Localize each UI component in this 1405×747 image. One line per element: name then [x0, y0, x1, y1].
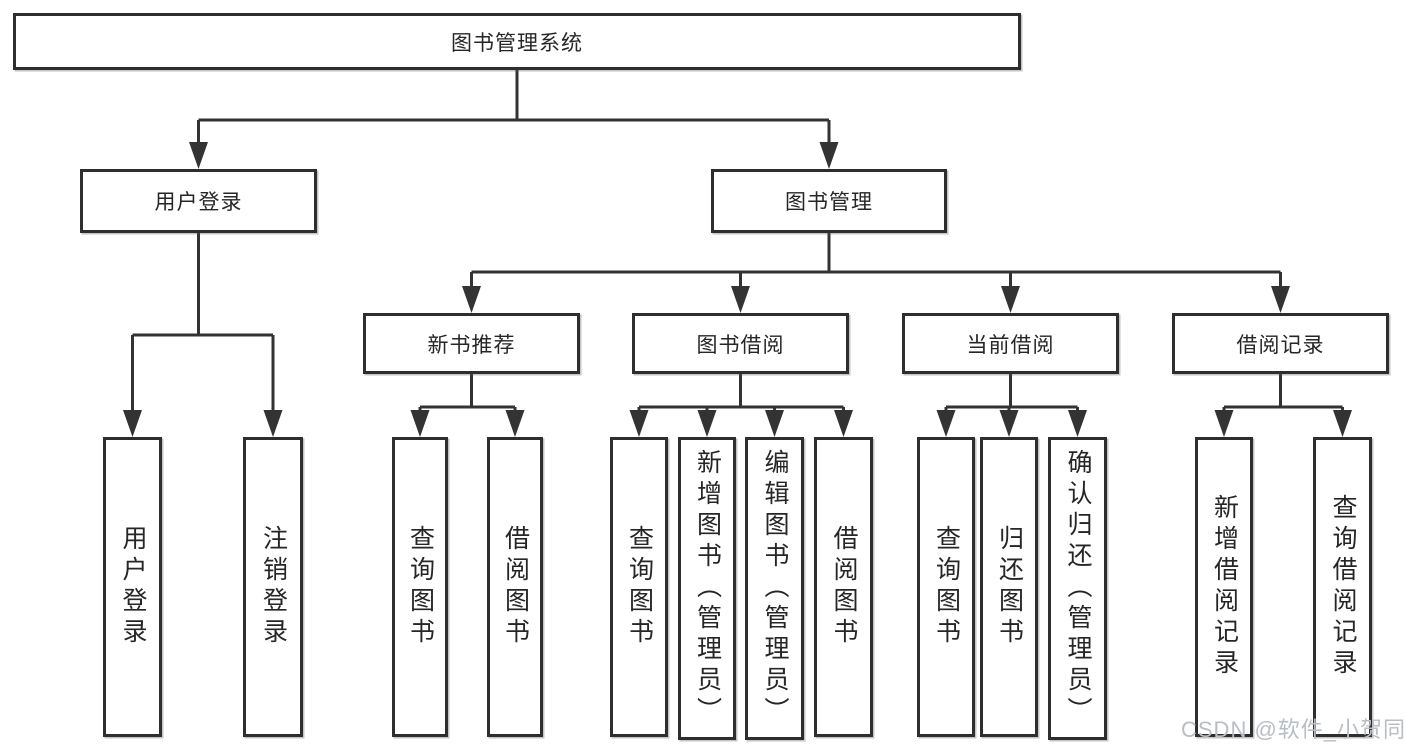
leaf-add-borrow-record-label: 新增借阅记录 [1210, 494, 1239, 680]
leaf-logout: 注销登录 [243, 437, 303, 737]
leaf-query-books-rec: 查询图书 [392, 437, 448, 737]
leaf-add-books-admin-label: 新增图书（管理员） [693, 449, 722, 728]
leaf-query-borrow-record: 查询借阅记录 [1313, 437, 1372, 737]
node-new-book-recommend-label: 新书推荐 [427, 333, 516, 357]
leaf-confirm-return-admin: 确认归还（管理员） [1048, 437, 1107, 740]
node-user-login: 用户登录 [80, 169, 317, 233]
leaf-borrow-books-label: 借阅图书 [830, 525, 858, 649]
leaf-confirm-return-admin-label: 确认归还（管理员） [1064, 449, 1092, 728]
leaf-return-books-label: 归还图书 [995, 525, 1024, 649]
leaf-query-books-rec-label: 查询图书 [406, 525, 435, 649]
leaf-borrow-books-rec-label: 借阅图书 [501, 525, 530, 649]
node-root-system: 图书管理系统 [13, 13, 1021, 70]
node-book-management-label: 图书管理 [785, 191, 873, 214]
leaf-borrow-books-rec: 借阅图书 [487, 437, 543, 737]
leaf-add-books-admin: 新增图书（管理员） [678, 437, 736, 740]
node-current-borrowing: 当前借阅 [902, 313, 1119, 374]
node-root-label: 图书管理系统 [451, 31, 583, 55]
leaf-edit-books-admin: 编辑图书（管理员） [745, 437, 804, 740]
node-new-book-recommend: 新书推荐 [363, 313, 580, 374]
node-user-login-label: 用户登录 [154, 191, 243, 214]
leaf-user-login: 用户登录 [103, 437, 162, 737]
watermark: CSDN @软件_小贺同学 [1181, 717, 1405, 742]
node-borrow-records-label: 借阅记录 [1236, 333, 1325, 357]
leaf-logout-label: 注销登录 [259, 525, 288, 649]
leaf-add-borrow-record: 新增借阅记录 [1195, 437, 1253, 737]
connector-paths [131, 68, 1344, 415]
leaf-borrow-books: 借阅图书 [814, 437, 873, 737]
leaf-query-books-current: 查询图书 [917, 437, 975, 737]
leaf-user-login-label: 用户登录 [119, 525, 147, 649]
node-book-borrowing-label: 图书借阅 [696, 333, 785, 357]
node-book-management: 图书管理 [711, 169, 947, 233]
node-book-borrowing: 图书借阅 [632, 313, 849, 374]
leaf-return-books: 归还图书 [980, 437, 1038, 737]
leaf-edit-books-admin-label: 编辑图书（管理员） [761, 449, 789, 728]
arrowheads [123, 142, 1352, 437]
leaf-query-books-current-label: 查询图书 [932, 525, 961, 649]
leaf-query-books-borrow-label: 查询图书 [625, 525, 654, 649]
node-borrow-records: 借阅记录 [1172, 313, 1389, 374]
leaf-query-borrow-record-label: 查询借阅记录 [1329, 494, 1357, 680]
leaf-query-books-borrow: 查询图书 [610, 437, 668, 737]
node-current-borrowing-label: 当前借阅 [966, 333, 1055, 357]
